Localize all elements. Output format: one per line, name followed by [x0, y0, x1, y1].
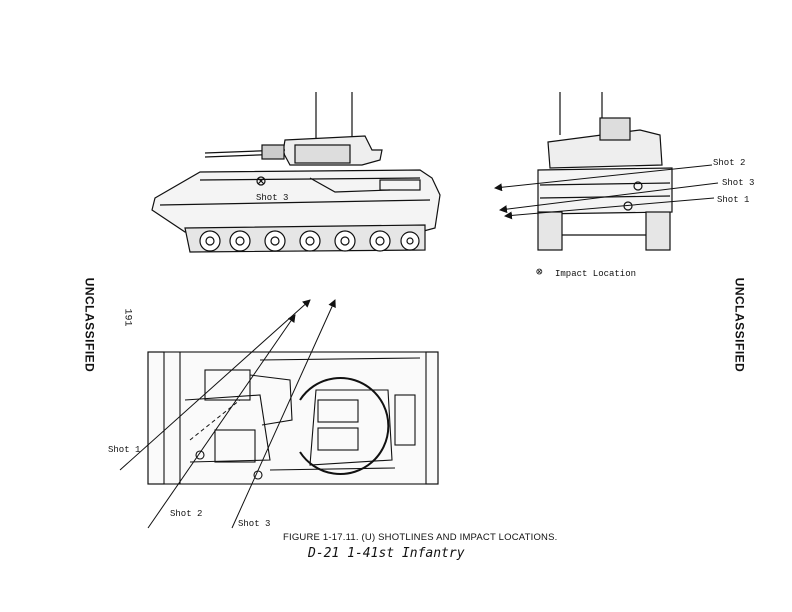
top-view-shot3-label: Shot 3: [238, 519, 270, 529]
top-view-shot1-label: Shot 1: [108, 445, 140, 455]
front-view-shot1-label: Shot 1: [717, 195, 749, 205]
figure-caption: FIGURE 1-17.11. (U) SHOTLINES AND IMPACT…: [283, 532, 558, 543]
front-view-shot3-label: Shot 3: [722, 178, 754, 188]
impact-location-symbol: ⊗: [536, 267, 543, 279]
side-view-drawing: [151, 92, 441, 253]
top-view-drawing: [147, 351, 439, 485]
top-view-shot2-label: Shot 2: [170, 509, 202, 519]
impact-location-legend: Impact Location: [555, 269, 636, 279]
front-view-shot2-label: Shot 2: [713, 158, 745, 168]
side-view-shot3-label: Shot 3: [256, 193, 288, 203]
handwritten-note: D-21 1-41st Infantry: [308, 546, 465, 561]
